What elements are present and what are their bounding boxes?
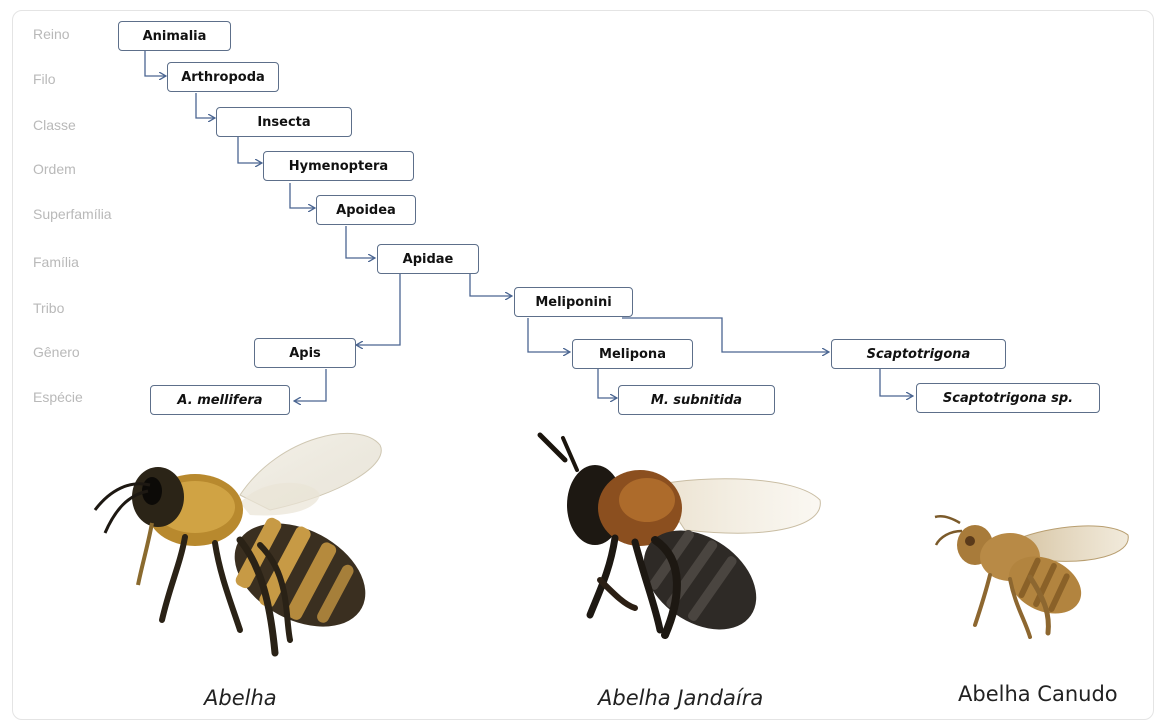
node-apidae: Apidae xyxy=(377,244,479,274)
canudo-bee-image xyxy=(930,505,1135,645)
node-apis: Apis xyxy=(254,338,356,368)
jandaira-bee-image xyxy=(535,430,835,645)
link-meliponini-melipona xyxy=(528,318,570,352)
caption-abelha-jandaira: Abelha Jandaíra xyxy=(598,686,763,710)
link-apidae-apis xyxy=(356,272,400,345)
node-meliponini: Meliponini xyxy=(514,287,633,317)
node-scaptotrigona-sp: Scaptotrigona sp. xyxy=(916,383,1100,413)
link-scaptotrigona-sp xyxy=(880,369,913,396)
node-scaptotrigona: Scaptotrigona xyxy=(831,339,1006,369)
link-arthropoda-insecta xyxy=(196,93,215,118)
link-apis-mellifera xyxy=(294,369,326,401)
link-hymenoptera-apoidea xyxy=(290,183,315,208)
node-m-subnitida: M. subnitida xyxy=(618,385,775,415)
node-a-mellifera: A. mellifera xyxy=(150,385,290,415)
link-apidae-meliponini xyxy=(470,272,512,296)
link-insecta-hymenoptera xyxy=(238,137,262,163)
link-melipona-subnitida xyxy=(598,369,617,398)
caption-abelha-canudo: Abelha Canudo xyxy=(958,682,1118,706)
link-apoidea-apidae xyxy=(346,226,375,258)
node-animalia: Animalia xyxy=(118,21,231,51)
node-insecta: Insecta xyxy=(216,107,352,137)
caption-abelha: Abelha xyxy=(204,686,277,710)
node-hymenoptera: Hymenoptera xyxy=(263,151,414,181)
node-apoidea: Apoidea xyxy=(316,195,416,225)
honeybee-image xyxy=(90,425,390,660)
link-animalia-arthropoda xyxy=(145,51,166,76)
node-arthropoda: Arthropoda xyxy=(167,62,279,92)
node-melipona: Melipona xyxy=(572,339,693,369)
